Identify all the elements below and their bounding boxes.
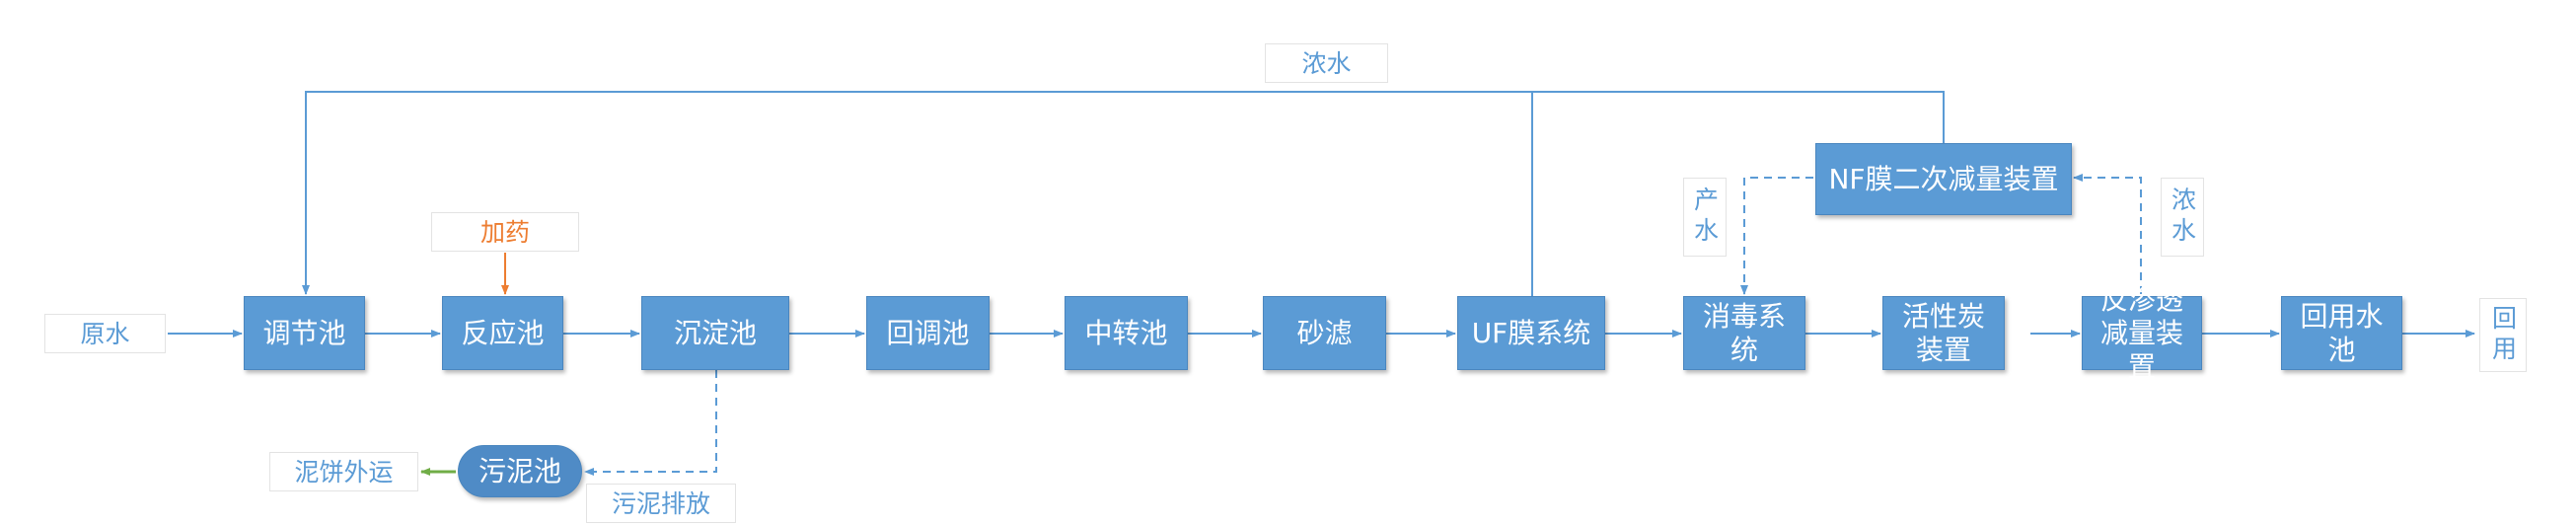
node-ph-adjust-tank: 回调池 xyxy=(866,296,990,370)
sludge-discharge-line xyxy=(584,370,717,476)
label-dosing: 加药 xyxy=(431,212,579,252)
label-concentrate-right: 浓水 xyxy=(2161,178,2204,257)
nf-product-water-line xyxy=(1740,177,1813,295)
node-reuse-water-tank: 回用水池 xyxy=(2281,296,2402,370)
ro-concentrate-line xyxy=(2073,174,2142,294)
node-activated-carbon: 活性炭装置 xyxy=(1882,296,2005,370)
node-nf-secondary-reduction: NF膜二次减量装置 xyxy=(1815,143,2072,215)
label-concentrate-top: 浓水 xyxy=(1265,43,1388,83)
concentrate-return-line xyxy=(302,91,1945,295)
label-reuse: 回用 xyxy=(2479,298,2527,372)
node-uf-membrane-system: UF膜系统 xyxy=(1457,296,1605,370)
label-product-water: 产水 xyxy=(1683,178,1727,257)
label-raw-water: 原水 xyxy=(44,314,166,353)
node-reaction-tank: 反应池 xyxy=(442,296,563,370)
label-sludge-discharge: 污泥排放 xyxy=(586,484,736,523)
node-transfer-tank: 中转池 xyxy=(1065,296,1188,370)
node-ro-reduction: 反渗透减量装置 xyxy=(2082,283,2202,383)
node-sedimentation-tank: 沉淀池 xyxy=(641,296,789,370)
label-sludge-cake-transport: 泥饼外运 xyxy=(269,452,418,491)
node-regulating-tank: 调节池 xyxy=(244,296,365,370)
node-disinfection-system: 消毒系统 xyxy=(1683,296,1805,370)
node-sand-filter: 砂滤 xyxy=(1263,296,1386,370)
node-sludge-tank: 污泥池 xyxy=(458,445,582,497)
